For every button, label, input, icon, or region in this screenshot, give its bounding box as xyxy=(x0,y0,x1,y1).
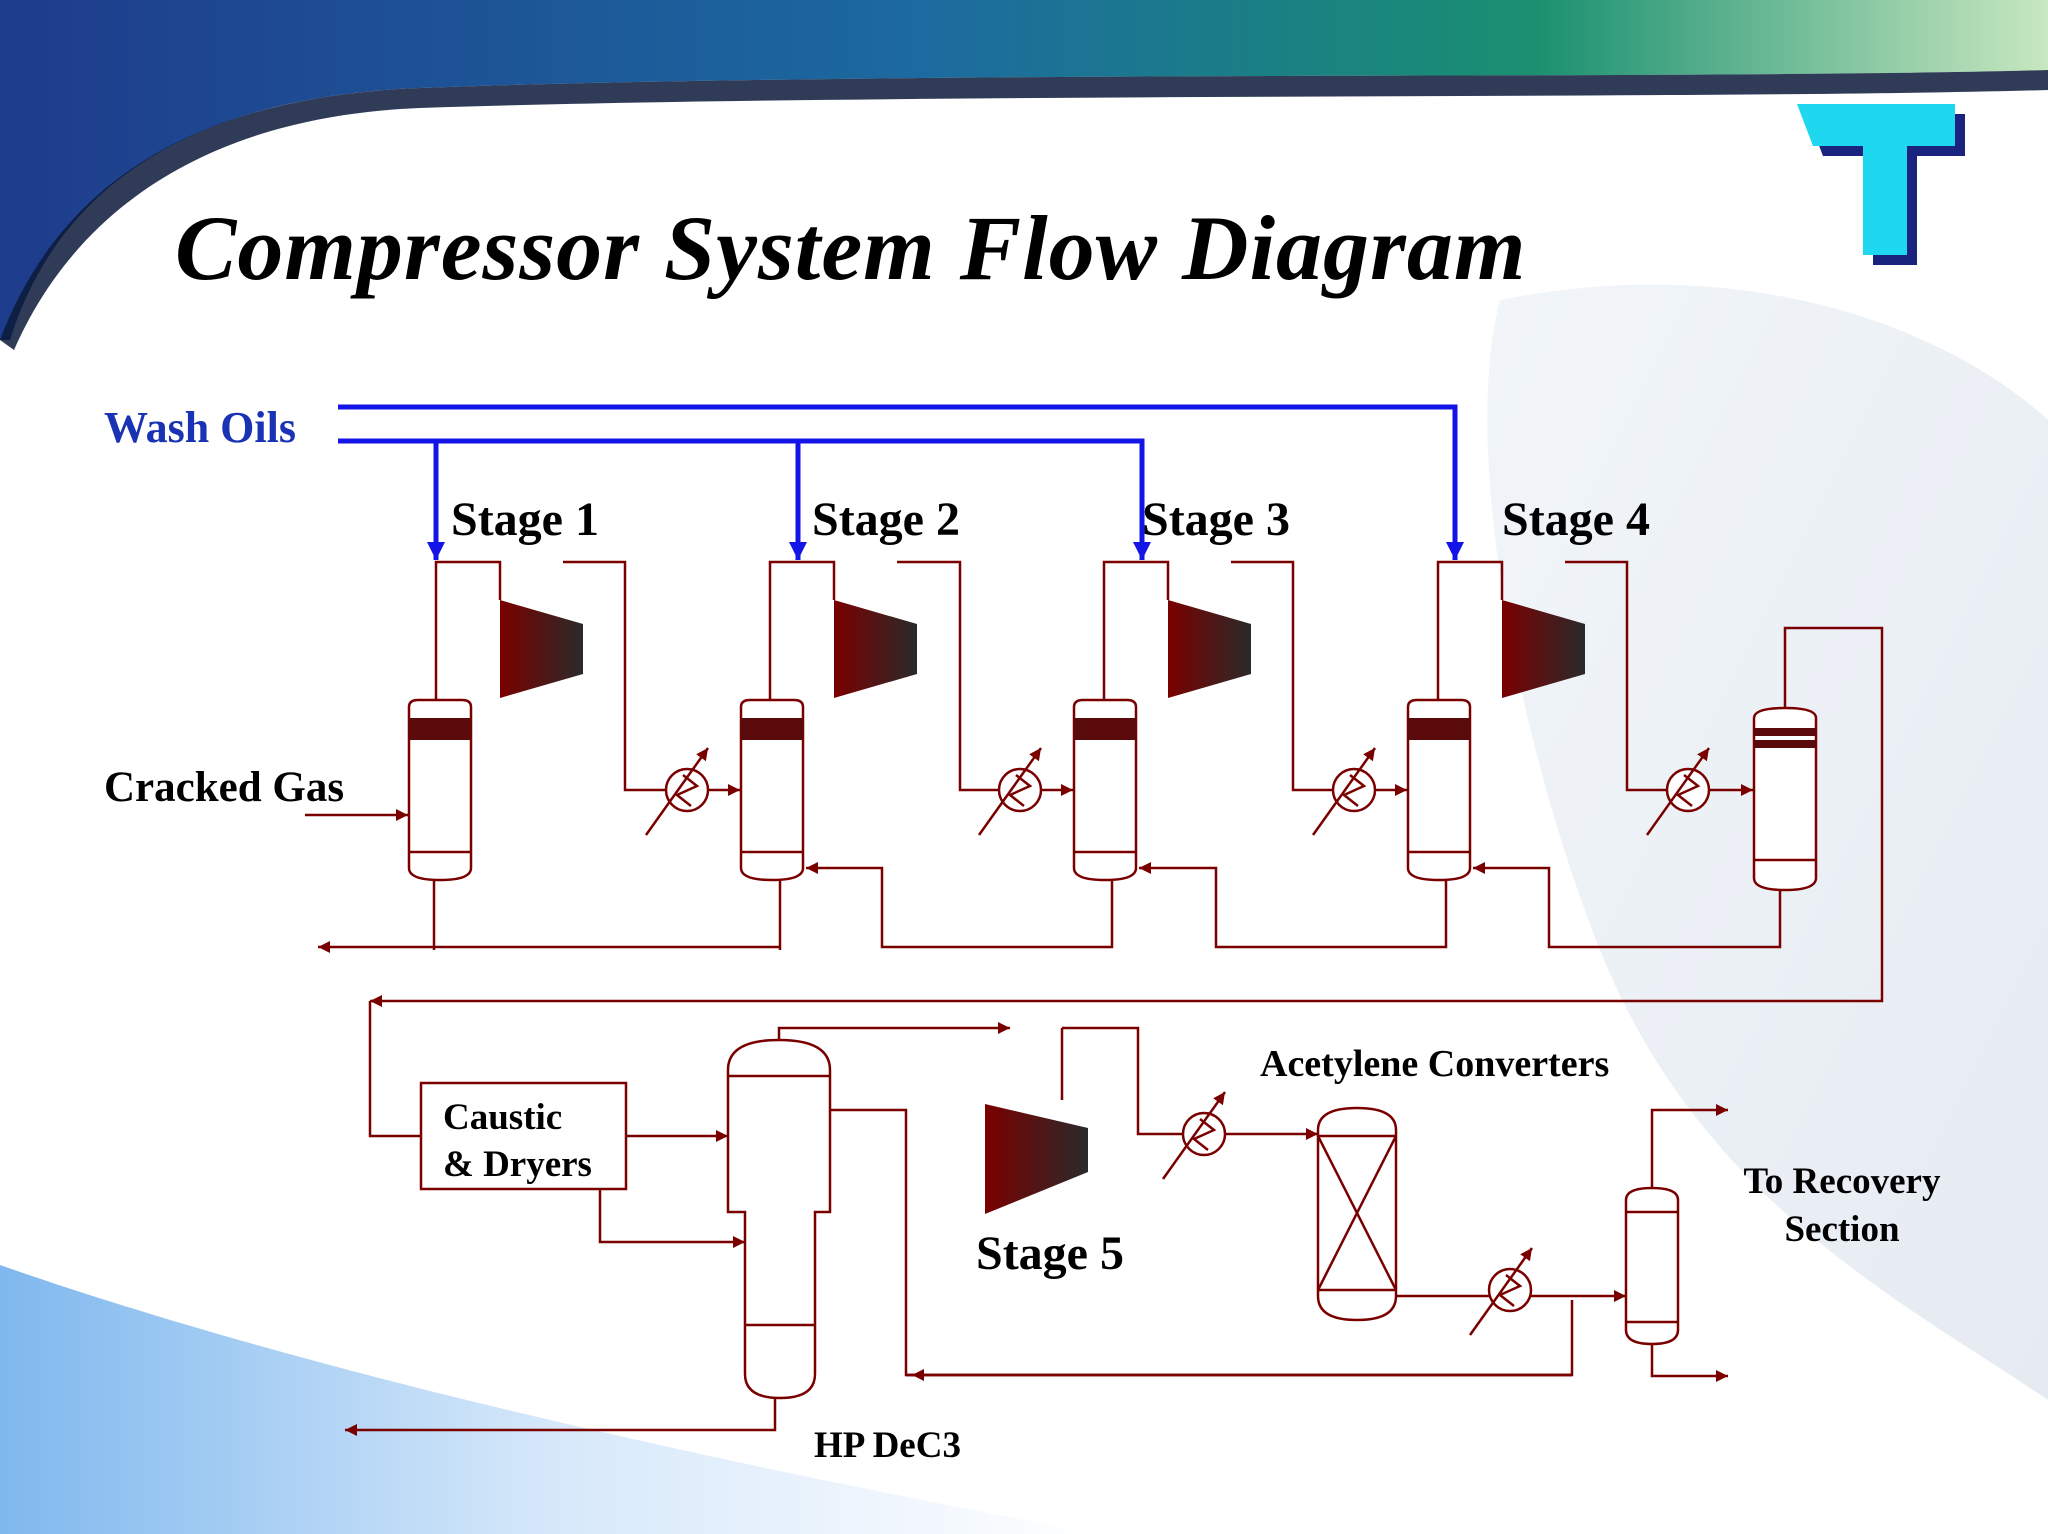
acetylene-converter xyxy=(1316,1106,1626,1336)
stage-3-group xyxy=(977,560,1334,882)
stage-1-label: Stage 1 xyxy=(451,493,599,546)
stage-1-drum xyxy=(407,698,473,882)
cracked-gas-label: Cracked Gas xyxy=(104,764,345,811)
stage-4-group xyxy=(1311,560,1668,882)
stage-4-label: Stage 4 xyxy=(1502,493,1650,546)
stage-2-group xyxy=(644,560,1000,950)
condensate-return-lines xyxy=(318,862,1782,953)
caustic-label: Caustic xyxy=(443,1097,563,1138)
to-recovery-section-label: To Recovery Section xyxy=(1743,1161,1941,1250)
compressor-icon xyxy=(1502,600,1585,698)
hp-dec3-column xyxy=(345,1022,1574,1436)
stage-4-discharge-drum xyxy=(370,626,1884,1007)
stage-3-drum xyxy=(1072,698,1138,882)
recovery-separator xyxy=(1624,1104,1728,1382)
t-logo xyxy=(1797,104,1965,265)
compressor-icon xyxy=(834,600,917,698)
stage-4-drum xyxy=(1406,698,1472,882)
page-title: Compressor System Flow Diagram xyxy=(175,197,1527,299)
compressor-icon xyxy=(1168,600,1251,698)
wash-oil-lines xyxy=(338,404,1464,560)
dryers-label: & Dryers xyxy=(443,1144,592,1185)
wash-oils-label: Wash Oils xyxy=(104,403,296,452)
stage-2-label: Stage 2 xyxy=(812,493,960,546)
caustic-dryers-box xyxy=(419,1081,628,1191)
hp-dec3-label: HP DeC3 xyxy=(814,1425,961,1466)
compressor-icon xyxy=(985,1104,1088,1214)
stage-5-group xyxy=(1060,1026,1318,1180)
caustic-dryer-section xyxy=(368,1001,745,1248)
compressor-icon xyxy=(500,600,583,698)
stage-1-group xyxy=(305,560,668,950)
acetylene-converters-label: Acetylene Converters xyxy=(1260,1043,1610,1085)
stage-5-label: Stage 5 xyxy=(976,1227,1124,1280)
stage-2-drum xyxy=(739,698,805,882)
stage-3-label: Stage 3 xyxy=(1142,493,1290,546)
